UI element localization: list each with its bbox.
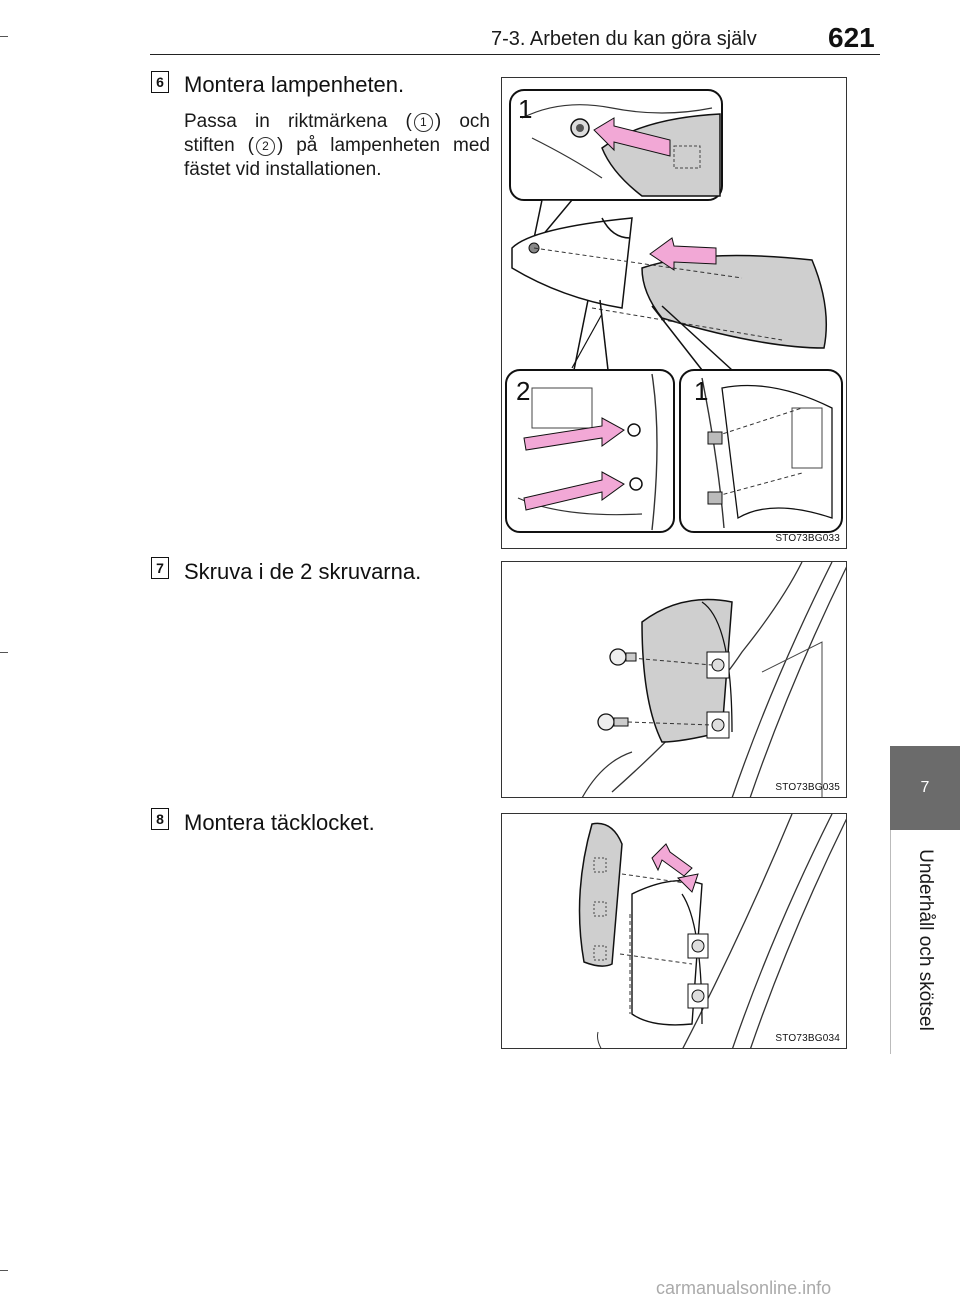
mark-2-icon: 2 (255, 137, 275, 156)
callout-label-3: 1 (694, 376, 709, 406)
callout-label-2: 2 (516, 376, 531, 406)
figure-step-8: STO73BG034 (501, 813, 847, 1049)
screw-install-illustration (581, 562, 846, 797)
step-6-body-part3: ) på lampenheten med fästet vid installa… (184, 135, 490, 180)
chapter-label: Underhåll och skötsel (890, 830, 960, 1050)
figure-step-6: 1 2 1 STO73BG033 (501, 77, 847, 549)
step-6-body-part1: Passa in riktmärkena ( (184, 111, 412, 132)
step-7-title: Skruva i de 2 skruvarna. (184, 559, 422, 584)
step-7-badge: 7 (151, 557, 169, 579)
figure-code-034: STO73BG034 (775, 1033, 840, 1044)
cover-install-illustration (578, 814, 846, 1048)
step-8-badge: 8 (151, 808, 169, 830)
step-6-body-part2: ) och stiften ( (184, 111, 490, 156)
crop-mark-middle (0, 652, 8, 653)
figure-code-033: STO73BG033 (775, 533, 840, 544)
section-title: 7-3. Arbeten du kan göra själv (491, 28, 757, 50)
crop-mark-bottom (0, 1270, 8, 1271)
step-6-title: Montera lampenheten. (184, 72, 405, 97)
chapter-label-text: Underhåll och skötsel (915, 849, 936, 1031)
step-8-title: Montera täcklocket. (184, 810, 375, 835)
page-header: 7-3. Arbeten du kan göra själv 621 (0, 0, 960, 56)
watermark: carmanualsonline.info (656, 1278, 832, 1298)
chapter-tab: 7 (890, 746, 960, 830)
page-number: 621 (828, 22, 875, 53)
crop-mark-top (0, 36, 8, 37)
mark-1-icon: 1 (413, 113, 433, 132)
chapter-tab-divider (890, 830, 960, 1054)
step-6-body: Passa in riktmärkena (1) och stiften (2)… (184, 110, 490, 182)
figure-step-7: STO73BG035 (501, 561, 847, 798)
callout-label-1: 1 (518, 94, 533, 124)
figure-code-035: STO73BG035 (775, 782, 840, 793)
header-rule (150, 54, 880, 55)
lamp-install-illustration (505, 89, 843, 533)
step-6-badge: 6 (151, 71, 169, 93)
